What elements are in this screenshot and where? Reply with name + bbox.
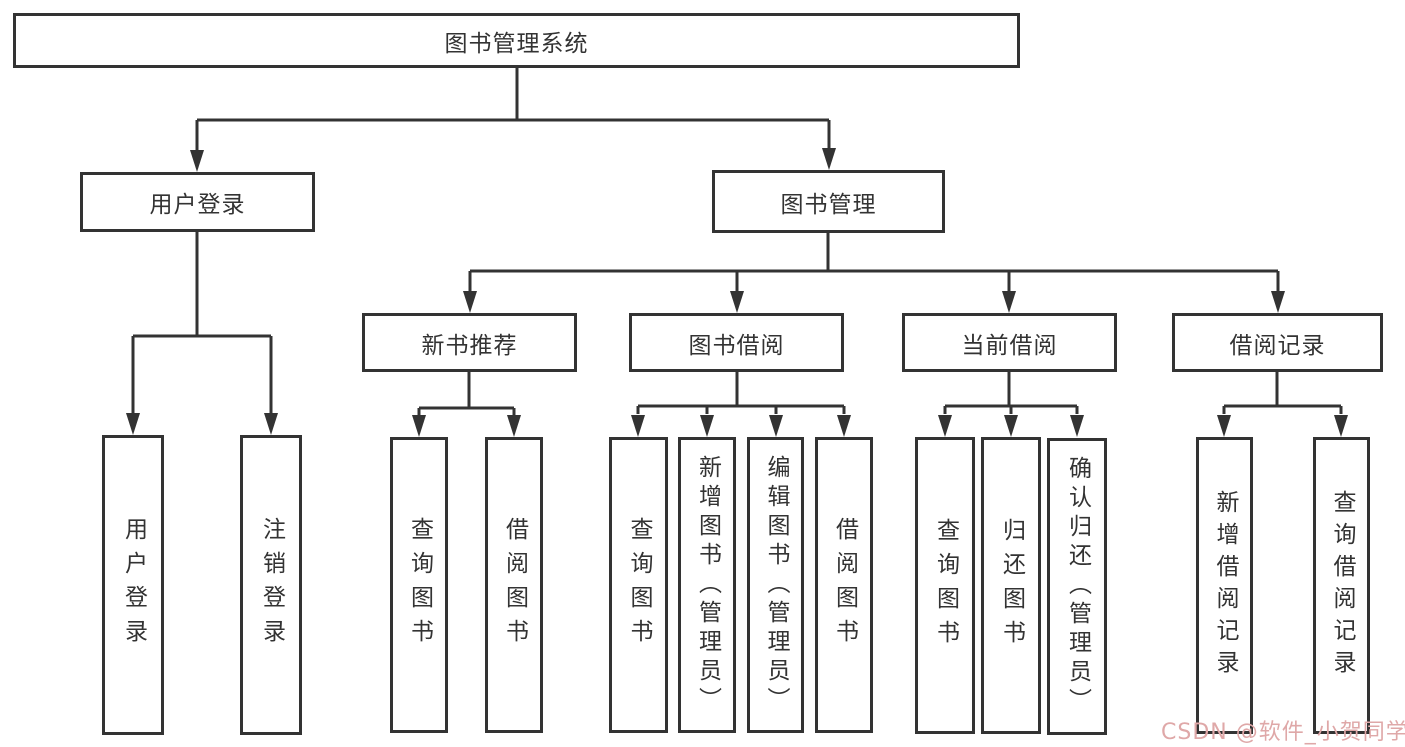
leaf-br-query-record-label: 查询借阅记录	[1329, 489, 1355, 682]
leaf-br-add-record-label: 新增借阅记录	[1212, 489, 1238, 682]
leaf-bb-add-books: 新增图书（管理员）	[678, 437, 736, 733]
node-book-borrow-label: 图书借阅	[688, 332, 785, 359]
leaf-user-login: 用户登录	[102, 435, 164, 735]
leaf-bb-query-books-label: 查询图书	[626, 517, 652, 653]
leaf-logout-label: 注销登录	[258, 517, 285, 653]
leaf-cb-query-books-label: 查询图书	[932, 517, 959, 654]
node-user-login: 用户登录	[80, 172, 315, 232]
leaf-cb-query-books: 查询图书	[915, 437, 975, 734]
leaf-nbr-query-books: 查询图书	[390, 437, 448, 733]
node-root-label: 图书管理系统	[444, 30, 589, 57]
leaf-br-query-record: 查询借阅记录	[1313, 437, 1370, 734]
node-user-login-label: 用户登录	[149, 192, 246, 218]
leaf-cb-confirm-return-label: 确认归还（管理员）	[1064, 456, 1091, 717]
leaf-bb-borrow-books-label: 借阅图书	[831, 517, 858, 653]
leaf-br-add-record: 新增借阅记录	[1196, 437, 1253, 734]
node-current-borrow: 当前借阅	[902, 313, 1117, 372]
node-new-book-rec-label: 新书推荐	[421, 332, 518, 359]
node-borrow-records: 借阅记录	[1172, 313, 1383, 372]
leaf-nbr-query-books-label: 查询图书	[406, 517, 433, 653]
node-book-mgmt: 图书管理	[712, 170, 945, 233]
leaf-cb-return-books-label: 归还图书	[998, 517, 1025, 654]
leaf-bb-edit-books-label: 编辑图书（管理员）	[763, 454, 789, 716]
leaf-user-login-label: 用户登录	[120, 517, 147, 653]
node-root-system: 图书管理系统	[13, 13, 1020, 68]
leaf-logout: 注销登录	[240, 435, 302, 735]
leaf-bb-borrow-books: 借阅图书	[815, 437, 873, 733]
node-current-borrow-label: 当前借阅	[961, 332, 1058, 359]
node-new-book-rec: 新书推荐	[362, 313, 577, 372]
leaf-nbr-borrow-books-label: 借阅图书	[501, 517, 528, 653]
leaf-bb-add-books-label: 新增图书（管理员）	[694, 454, 721, 716]
node-borrow-records-label: 借阅记录	[1229, 332, 1326, 359]
leaf-bb-query-books: 查询图书	[609, 437, 668, 733]
leaf-nbr-borrow-books: 借阅图书	[485, 437, 543, 733]
leaf-bb-edit-books: 编辑图书（管理员）	[747, 437, 804, 733]
csdn-watermark: CSDN @软件_小贺同学	[1161, 720, 1405, 745]
leaf-cb-return-books: 归还图书	[981, 437, 1041, 734]
leaf-cb-confirm-return: 确认归还（管理员）	[1047, 438, 1107, 735]
node-book-mgmt-label: 图书管理	[780, 191, 877, 218]
arrowhead-group	[126, 148, 1348, 437]
node-book-borrow: 图书借阅	[629, 313, 844, 372]
